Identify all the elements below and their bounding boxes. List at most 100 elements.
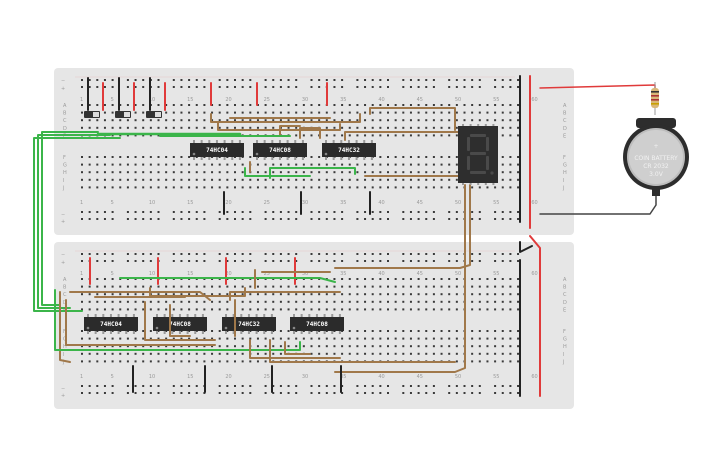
- terminal-hole[interactable]: [234, 126, 236, 129]
- terminal-hole[interactable]: [356, 186, 359, 189]
- terminal-hole[interactable]: [494, 300, 497, 303]
- terminal-hole[interactable]: [195, 126, 198, 129]
- terminal-hole[interactable]: [494, 278, 497, 280]
- terminal-hole[interactable]: [81, 156, 83, 158]
- terminal-hole[interactable]: [287, 186, 290, 189]
- terminal-hole[interactable]: [341, 285, 344, 288]
- terminal-hole[interactable]: [371, 352, 374, 355]
- terminal-hole[interactable]: [241, 104, 244, 106]
- terminal-hole[interactable]: [425, 186, 428, 189]
- terminal-hole[interactable]: [295, 300, 298, 303]
- terminal-hole[interactable]: [341, 337, 344, 340]
- rail-hole[interactable]: [218, 392, 221, 394]
- ic-chip[interactable]: [290, 317, 344, 331]
- rail-hole[interactable]: [310, 253, 313, 255]
- rail-hole[interactable]: [478, 260, 481, 262]
- rail-hole[interactable]: [318, 385, 321, 387]
- terminal-hole[interactable]: [126, 308, 129, 311]
- terminal-hole[interactable]: [256, 126, 259, 129]
- rail-hole[interactable]: [509, 385, 512, 387]
- terminal-hole[interactable]: [203, 352, 206, 355]
- terminal-hole[interactable]: [348, 119, 351, 122]
- terminal-hole[interactable]: [341, 134, 344, 137]
- terminal-hole[interactable]: [279, 345, 282, 348]
- terminal-hole[interactable]: [356, 104, 359, 106]
- terminal-hole[interactable]: [287, 300, 290, 303]
- rail-hole[interactable]: [517, 86, 520, 88]
- rail-hole[interactable]: [234, 86, 236, 88]
- rail-hole[interactable]: [172, 218, 175, 220]
- terminal-hole[interactable]: [348, 300, 351, 303]
- terminal-hole[interactable]: [478, 345, 481, 348]
- rail-hole[interactable]: [249, 260, 252, 262]
- terminal-hole[interactable]: [463, 111, 466, 114]
- terminal-hole[interactable]: [142, 345, 145, 348]
- terminal-hole[interactable]: [333, 186, 336, 189]
- rail-hole[interactable]: [81, 260, 83, 262]
- terminal-hole[interactable]: [203, 111, 206, 114]
- terminal-hole[interactable]: [425, 278, 428, 280]
- terminal-hole[interactable]: [111, 134, 114, 137]
- rail-hole[interactable]: [509, 79, 512, 81]
- terminal-hole[interactable]: [364, 278, 367, 280]
- terminal-hole[interactable]: [341, 171, 344, 174]
- rail-hole[interactable]: [249, 79, 252, 81]
- terminal-hole[interactable]: [394, 171, 397, 174]
- terminal-hole[interactable]: [88, 126, 91, 129]
- rail-hole[interactable]: [432, 211, 435, 213]
- terminal-hole[interactable]: [218, 330, 221, 332]
- terminal-hole[interactable]: [302, 300, 305, 303]
- power-wire[interactable]: [529, 235, 541, 397]
- rail-hole[interactable]: [96, 79, 99, 81]
- terminal-hole[interactable]: [249, 119, 252, 122]
- rail-hole[interactable]: [310, 260, 313, 262]
- rail-hole[interactable]: [149, 392, 152, 394]
- terminal-hole[interactable]: [478, 300, 481, 303]
- terminal-hole[interactable]: [287, 345, 290, 348]
- rail-hole[interactable]: [402, 218, 405, 220]
- terminal-hole[interactable]: [157, 285, 160, 288]
- terminal-hole[interactable]: [486, 186, 489, 189]
- terminal-hole[interactable]: [81, 178, 83, 181]
- terminal-hole[interactable]: [318, 186, 321, 189]
- terminal-hole[interactable]: [172, 126, 175, 129]
- terminal-hole[interactable]: [88, 104, 91, 106]
- terminal-hole[interactable]: [310, 285, 313, 288]
- terminal-hole[interactable]: [203, 171, 206, 174]
- terminal-hole[interactable]: [318, 293, 321, 296]
- terminal-hole[interactable]: [509, 134, 512, 137]
- terminal-hole[interactable]: [226, 300, 229, 303]
- rail-hole[interactable]: [149, 253, 152, 255]
- terminal-hole[interactable]: [96, 285, 99, 288]
- terminal-hole[interactable]: [88, 186, 91, 189]
- terminal-hole[interactable]: [417, 337, 420, 340]
- terminal-hole[interactable]: [379, 126, 382, 129]
- terminal-hole[interactable]: [234, 293, 236, 296]
- rail-hole[interactable]: [195, 86, 198, 88]
- terminal-hole[interactable]: [371, 345, 374, 348]
- rail-hole[interactable]: [402, 253, 405, 255]
- rail-hole[interactable]: [509, 253, 512, 255]
- terminal-hole[interactable]: [387, 293, 389, 296]
- terminal-hole[interactable]: [211, 345, 214, 348]
- terminal-hole[interactable]: [81, 352, 83, 355]
- terminal-hole[interactable]: [402, 345, 405, 348]
- terminal-hole[interactable]: [149, 134, 152, 137]
- terminal-hole[interactable]: [402, 337, 405, 340]
- rail-hole[interactable]: [448, 218, 451, 220]
- terminal-hole[interactable]: [272, 171, 275, 174]
- terminal-hole[interactable]: [501, 285, 504, 288]
- rail-hole[interactable]: [188, 211, 191, 213]
- terminal-hole[interactable]: [226, 308, 229, 311]
- terminal-hole[interactable]: [494, 285, 497, 288]
- terminal-hole[interactable]: [149, 163, 152, 166]
- rail-hole[interactable]: [218, 218, 221, 220]
- rail-hole[interactable]: [379, 79, 382, 81]
- terminal-hole[interactable]: [149, 171, 152, 174]
- terminal-hole[interactable]: [180, 285, 183, 288]
- rail-hole[interactable]: [364, 218, 367, 220]
- terminal-hole[interactable]: [348, 308, 351, 311]
- terminal-hole[interactable]: [394, 300, 397, 303]
- terminal-hole[interactable]: [111, 285, 114, 288]
- terminal-hole[interactable]: [188, 171, 191, 174]
